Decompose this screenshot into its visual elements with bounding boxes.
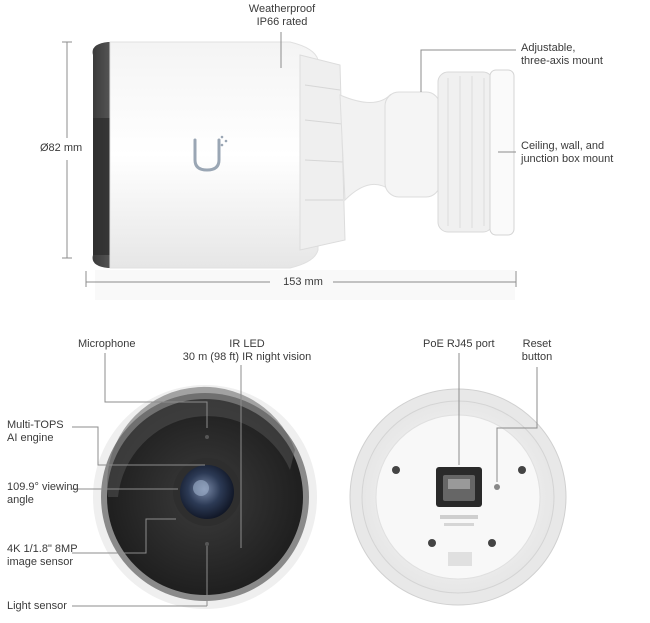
weatherproof-label: Weatherproof IP66 rated	[248, 3, 316, 28]
reset-button-label: Reset button	[521, 338, 553, 363]
length-label: 153 mm	[283, 276, 323, 288]
top-leader-lines	[62, 32, 517, 287]
ir-led-label: IR LED 30 m (98 ft) IR night vision	[182, 338, 312, 363]
front-leader-lines	[72, 353, 242, 607]
viewing-angle-label: 109.9° viewing angle	[7, 481, 79, 506]
image-sensor-label: 4K 1/1.8" 8MP image sensor	[7, 543, 78, 568]
multi-tops-label: Multi-TOPS AI engine	[7, 419, 64, 444]
reflection	[95, 270, 515, 300]
camera-front-view	[93, 385, 317, 609]
back-leader-lines	[458, 353, 538, 482]
microphone-label: Microphone	[78, 338, 136, 350]
camera-side-view	[92, 41, 515, 269]
poe-port-label: PoE RJ45 port	[423, 338, 495, 350]
diameter-label: Ø82 mm	[40, 142, 83, 154]
adjustable-mount-label: Adjustable, three-axis mount	[521, 42, 603, 67]
ceiling-mount-label: Ceiling, wall, and junction box mount	[521, 140, 614, 165]
camera-back-view	[349, 388, 567, 606]
light-sensor-label: Light sensor	[7, 600, 67, 612]
